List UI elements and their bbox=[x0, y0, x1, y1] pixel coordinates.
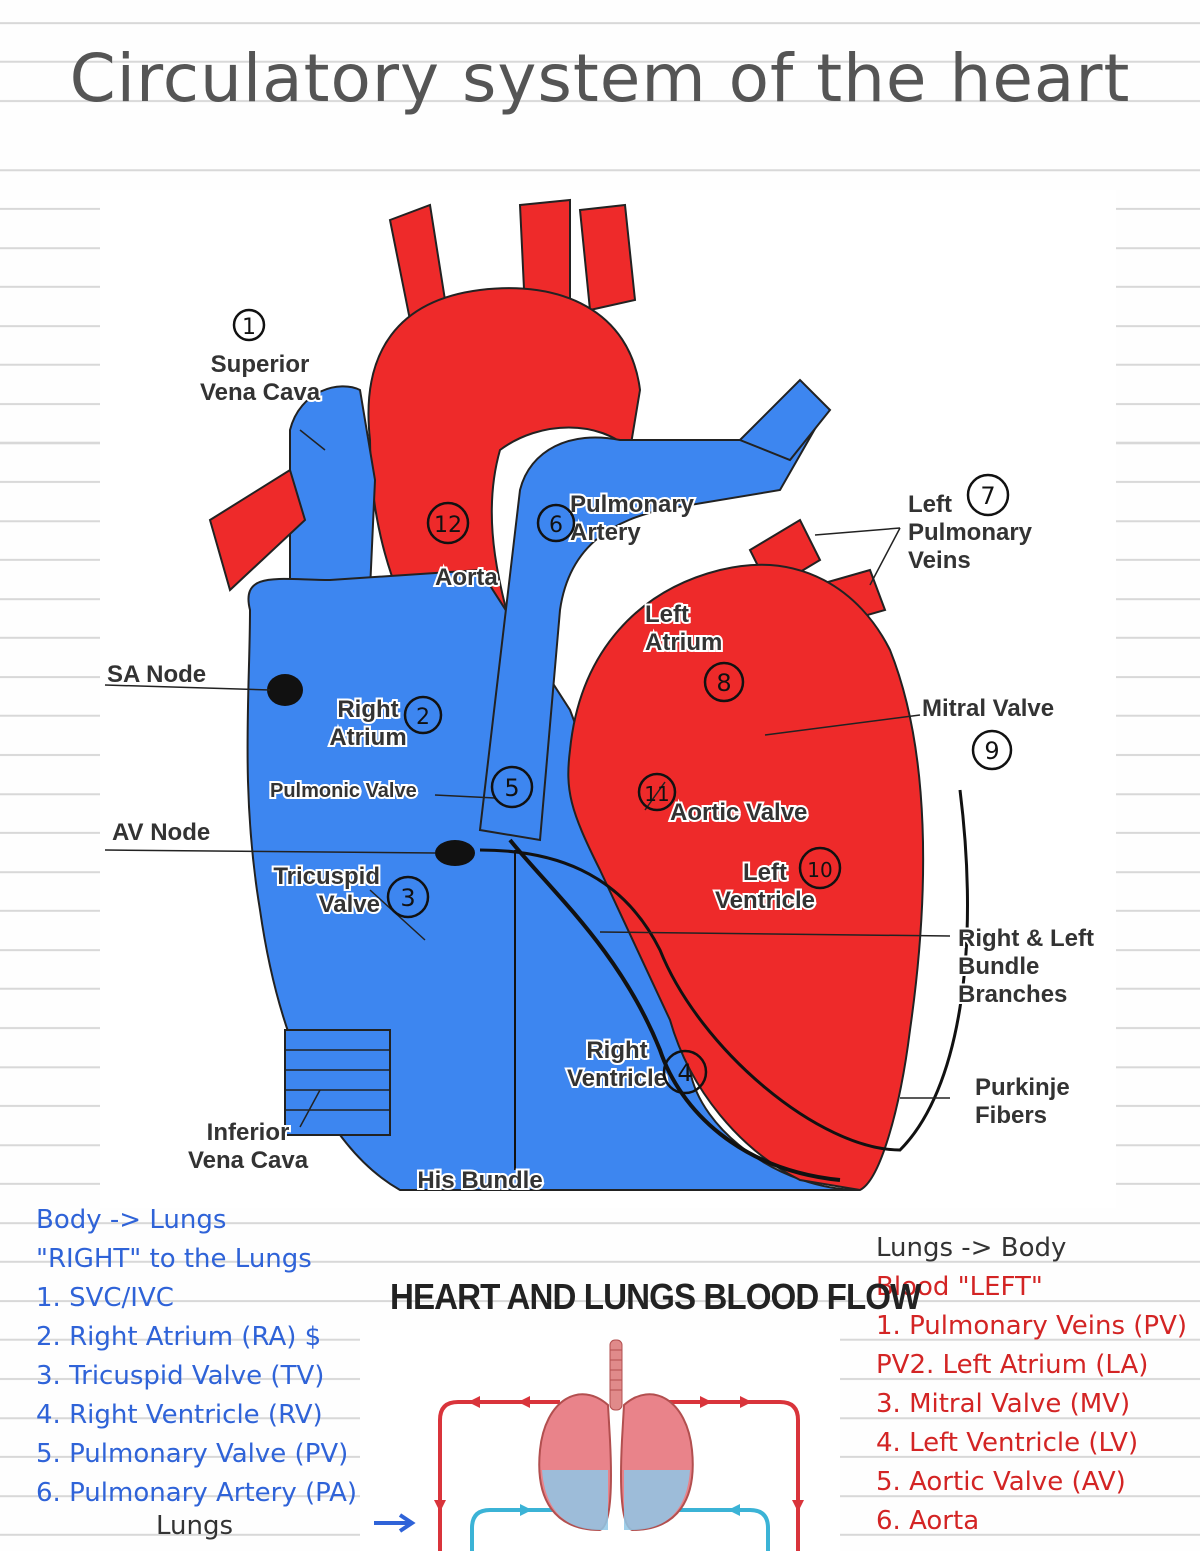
note-line: 4. Left Ventricle (LV) bbox=[876, 1428, 1139, 1458]
svg-text:2: 2 bbox=[416, 705, 430, 730]
septum-line bbox=[508, 838, 841, 1182]
heart-lungs-flow-figure bbox=[360, 1330, 840, 1551]
note-line: Body -> Lungs bbox=[36, 1205, 227, 1235]
oxygenated-circuit bbox=[438, 1400, 800, 1551]
note-line: Blood "LEFT" bbox=[876, 1272, 1043, 1302]
blue-flow-arrows bbox=[520, 1504, 740, 1516]
trachea bbox=[609, 1339, 623, 1411]
label-mitral-valve: Mitral Valve bbox=[922, 695, 1054, 722]
circled-number-6: 6 bbox=[536, 503, 576, 543]
note-line: 2. Right Atrium (RA) $ bbox=[36, 1322, 322, 1352]
label-his-bundle: His Bundle bbox=[417, 1167, 542, 1194]
av-node-dot bbox=[435, 840, 475, 866]
circled-number-3: 3 bbox=[386, 875, 430, 919]
note-line: 5. Aortic Valve (AV) bbox=[876, 1467, 1126, 1497]
note-line: 4. Right Ventricle (RV) bbox=[36, 1400, 323, 1430]
page-title: Circulatory system of the heart bbox=[69, 40, 1131, 117]
right-side-flow-notes: Body -> Lungs "RIGHT" to the Lungs 1. SV… bbox=[36, 1201, 357, 1513]
aorta-branches bbox=[388, 198, 637, 322]
circled-number-9: 9 bbox=[971, 729, 1013, 771]
svg-text:4: 4 bbox=[677, 1059, 692, 1087]
circled-number-7: 7 bbox=[966, 473, 1010, 517]
pulmonary-artery-trunk bbox=[478, 388, 822, 842]
svg-text:5: 5 bbox=[504, 774, 519, 802]
right-pulmonary-vessel bbox=[208, 468, 307, 592]
leader-lines bbox=[104, 429, 951, 1128]
lungs-destination-label: Lungs bbox=[156, 1511, 234, 1541]
circled-number-4: 4 bbox=[662, 1049, 708, 1095]
note-line: Lungs -> Body bbox=[876, 1233, 1067, 1263]
circled-number-2: 2 bbox=[403, 695, 443, 735]
svg-text:11: 11 bbox=[644, 782, 669, 806]
circled-number-8: 8 bbox=[703, 661, 745, 703]
circled-number-10: 10 bbox=[798, 846, 842, 890]
note-line: 1. Pulmonary Veins (PV) bbox=[876, 1311, 1188, 1341]
label-aortic-valve: Aortic Valve bbox=[670, 799, 807, 826]
svg-text:6: 6 bbox=[549, 513, 563, 538]
flow-figure-title: HEART AND LUNGS BLOOD FLOW bbox=[390, 1276, 921, 1317]
label-aorta: Aorta bbox=[435, 564, 498, 591]
left-heart-chambers bbox=[567, 563, 925, 1192]
lungs-arrow-icon bbox=[374, 1513, 416, 1533]
note-line: 3. Tricuspid Valve (TV) bbox=[36, 1361, 325, 1391]
right-lung-lower-lobe bbox=[624, 1470, 690, 1530]
inferior-vena-cava bbox=[284, 1029, 391, 1136]
deoxygenated-circuit bbox=[470, 1508, 770, 1551]
left-side-flow-notes: Lungs -> Body Blood "LEFT" 1. Pulmonary … bbox=[876, 1229, 1187, 1541]
circled-numbers: 1 12 6 7 8 2 9 5 11 10 3 4 bbox=[232, 308, 1013, 1095]
right-heart-chambers bbox=[246, 568, 861, 1191]
svg-text:12: 12 bbox=[434, 513, 462, 538]
note-line: 5. Pulmonary Valve (PV) bbox=[36, 1439, 349, 1469]
svg-text:3: 3 bbox=[400, 884, 415, 912]
svg-text:7: 7 bbox=[980, 482, 995, 510]
left-lung-lower-lobe bbox=[542, 1470, 608, 1530]
svg-text:8: 8 bbox=[716, 669, 731, 697]
label-pulmonic-valve: Pulmonic Valve bbox=[270, 780, 417, 802]
red-flow-arrows bbox=[434, 1396, 804, 1512]
note-line: 1. SVC/IVC bbox=[36, 1283, 174, 1313]
superior-vena-cava bbox=[289, 385, 377, 612]
purkinje-line bbox=[479, 789, 969, 1152]
pulmonary-artery-branch bbox=[738, 378, 832, 462]
label-sa-node: SA Node bbox=[107, 661, 206, 688]
note-line: "RIGHT" to the Lungs bbox=[36, 1244, 312, 1274]
sa-node-dot bbox=[267, 674, 303, 706]
svg-text:9: 9 bbox=[984, 737, 999, 765]
circled-number-12: 12 bbox=[426, 501, 470, 545]
label-av-node: AV Node bbox=[112, 819, 210, 846]
circled-number-5: 5 bbox=[490, 765, 534, 809]
circled-number-1: 1 bbox=[232, 308, 266, 342]
note-line: 6. Aorta bbox=[876, 1506, 980, 1536]
svg-text:10: 10 bbox=[807, 858, 832, 882]
ivc-rings bbox=[285, 1049, 390, 1111]
note-line: PV2. Left Atrium (LA) bbox=[876, 1350, 1149, 1380]
svg-text:1: 1 bbox=[242, 315, 256, 340]
circled-number-11: 11 bbox=[637, 772, 677, 812]
note-line: 6. Pulmonary Artery (PA) bbox=[36, 1478, 358, 1508]
note-line: 3. Mitral Valve (MV) bbox=[876, 1389, 1131, 1419]
